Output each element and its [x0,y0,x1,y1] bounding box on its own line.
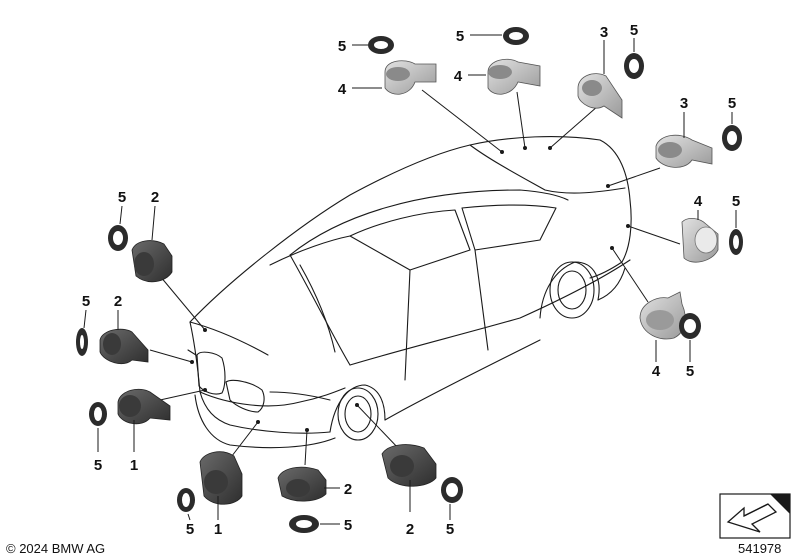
sensor-top-left [384,60,437,95]
sensor-left-lower [117,388,171,425]
callout-2-c2a: 2 [151,189,159,206]
sensor-left-upper [131,240,173,283]
callout-5-c5j: 5 [186,521,194,538]
callout-1-c1b: 1 [214,521,222,538]
callout-2-c2b: 2 [114,293,122,310]
ring-top-left [368,36,394,54]
sensor-left-mid [99,328,149,365]
ring-left-lower [89,402,107,426]
callout-labels: 5 4 5 4 3 5 3 5 4 5 4 5 5 2 5 2 5 1 5 1 2 5 2 5 [82,22,740,538]
callout-2-c2c: 2 [344,481,352,498]
callout-5-c5c: 5 [630,22,638,39]
callout-2-c2d: 2 [406,521,414,538]
callout-5-c5l: 5 [446,521,454,538]
copyright-text: © 2024 BMW AG [6,541,106,556]
callout-5-c5f: 5 [686,363,694,380]
ring-bottom-right [441,477,463,503]
callout-5-c5d: 5 [728,95,736,112]
callout-4-c4b: 4 [454,68,463,85]
ring-top-right [624,53,644,79]
callout-leaders [83,34,737,525]
callout-5-c5k: 5 [344,517,352,534]
sensor-top-mid [487,58,541,95]
callout-1-c1a: 1 [130,457,138,474]
callout-5-c5i: 5 [94,457,102,474]
car-outline [187,136,632,449]
sensor-right-upper [655,134,713,168]
ring-left-upper [108,225,128,251]
ring-right-mid [729,229,743,255]
ring-left-mid [76,328,88,356]
leader-lines [149,89,681,466]
callout-5-c5h: 5 [82,293,90,310]
ring-bottom-center [289,515,319,533]
sensor-bottom-left [199,451,243,505]
callout-5-c5e: 5 [732,193,740,210]
sensor-bottom-right [381,444,437,487]
ring-bottom-left [177,488,195,512]
callout-5-c5g: 5 [118,189,126,206]
ring-top-mid [503,27,529,45]
callout-3-c3a: 3 [600,24,608,41]
ring-right-upper [722,125,742,151]
sensor-bottom-center [277,466,327,502]
ring-right-lower [679,313,701,339]
sensor-top-right [577,73,623,119]
callout-4-c4d: 4 [652,363,661,380]
sensor-right-mid [681,218,719,263]
sensor-right-lower [639,291,686,340]
callout-4-c4a: 4 [338,81,347,98]
attachment-dots [190,146,630,432]
folded-corner-arrow-icon [719,493,791,539]
callout-4-c4c: 4 [694,193,703,210]
callout-5-c5b: 5 [456,28,464,45]
diagram-number: 541978 [738,541,782,556]
callout-3-c3b: 3 [680,95,688,112]
callout-5-c5a: 5 [338,38,346,55]
